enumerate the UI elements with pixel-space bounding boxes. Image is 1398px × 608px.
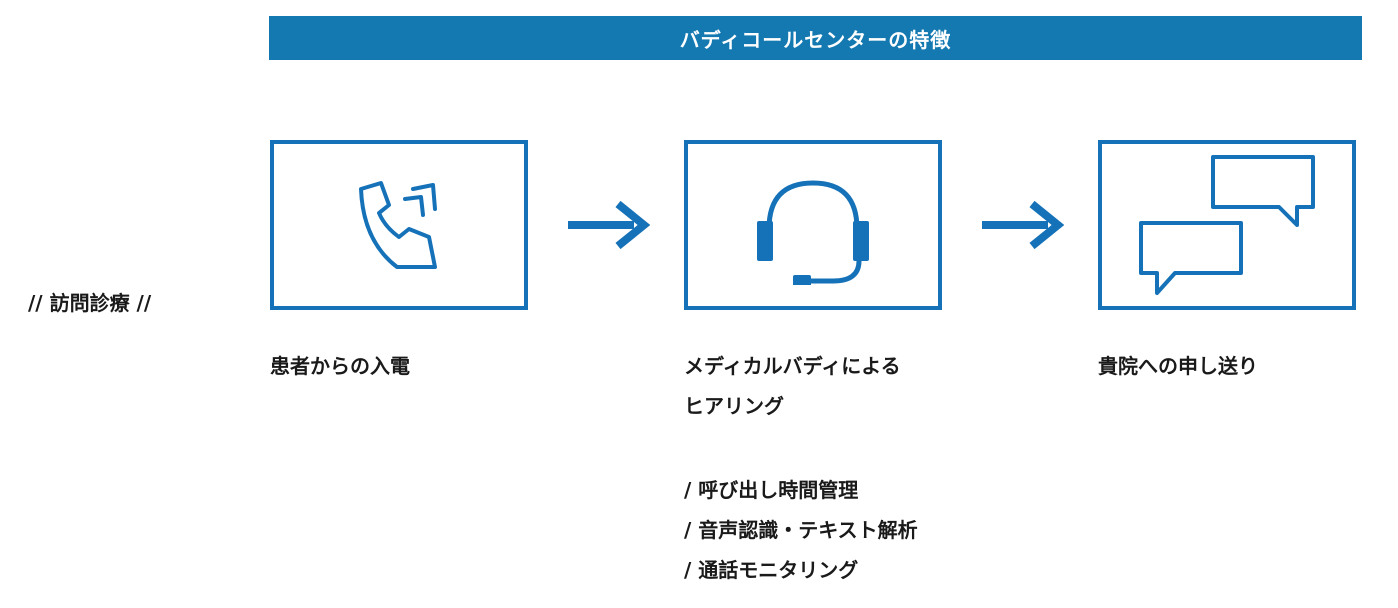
header-banner: バディコールセンターの特徴: [269, 16, 1362, 60]
chat-bubbles-icon: [1139, 154, 1315, 295]
feature-list: / 呼び出し時間管理 / 音声認識・テキスト解析 / 通話モニタリング: [684, 470, 918, 590]
step-box-report: [1098, 140, 1356, 310]
list-item: / 通話モニタリング: [684, 558, 859, 582]
section-label: // 訪問診療 //: [28, 291, 152, 315]
list-item: / 呼び出し時間管理: [684, 478, 859, 502]
step-caption-incoming-call: 患者からの入電: [270, 346, 410, 386]
headset-icon: [757, 180, 869, 285]
caption-line: ヒアリング: [684, 394, 784, 418]
page-title: バディコールセンターの特徴: [679, 27, 952, 52]
step-box-hearing: [684, 140, 942, 310]
caption-line: 患者からの入電: [270, 354, 410, 378]
step-caption-report: 貴院への申し送り: [1098, 346, 1258, 386]
arrow-right-icon: [568, 200, 650, 250]
step-caption-hearing: メディカルバディによる ヒアリング: [684, 346, 901, 426]
caption-line: メディカルバディによる: [684, 354, 901, 378]
arrow-right-icon: [982, 200, 1064, 250]
list-item: / 音声認識・テキスト解析: [684, 518, 918, 542]
caption-line: 貴院への申し送り: [1098, 354, 1258, 378]
step-box-incoming-call: [270, 140, 528, 310]
phone-icon: [359, 181, 437, 269]
